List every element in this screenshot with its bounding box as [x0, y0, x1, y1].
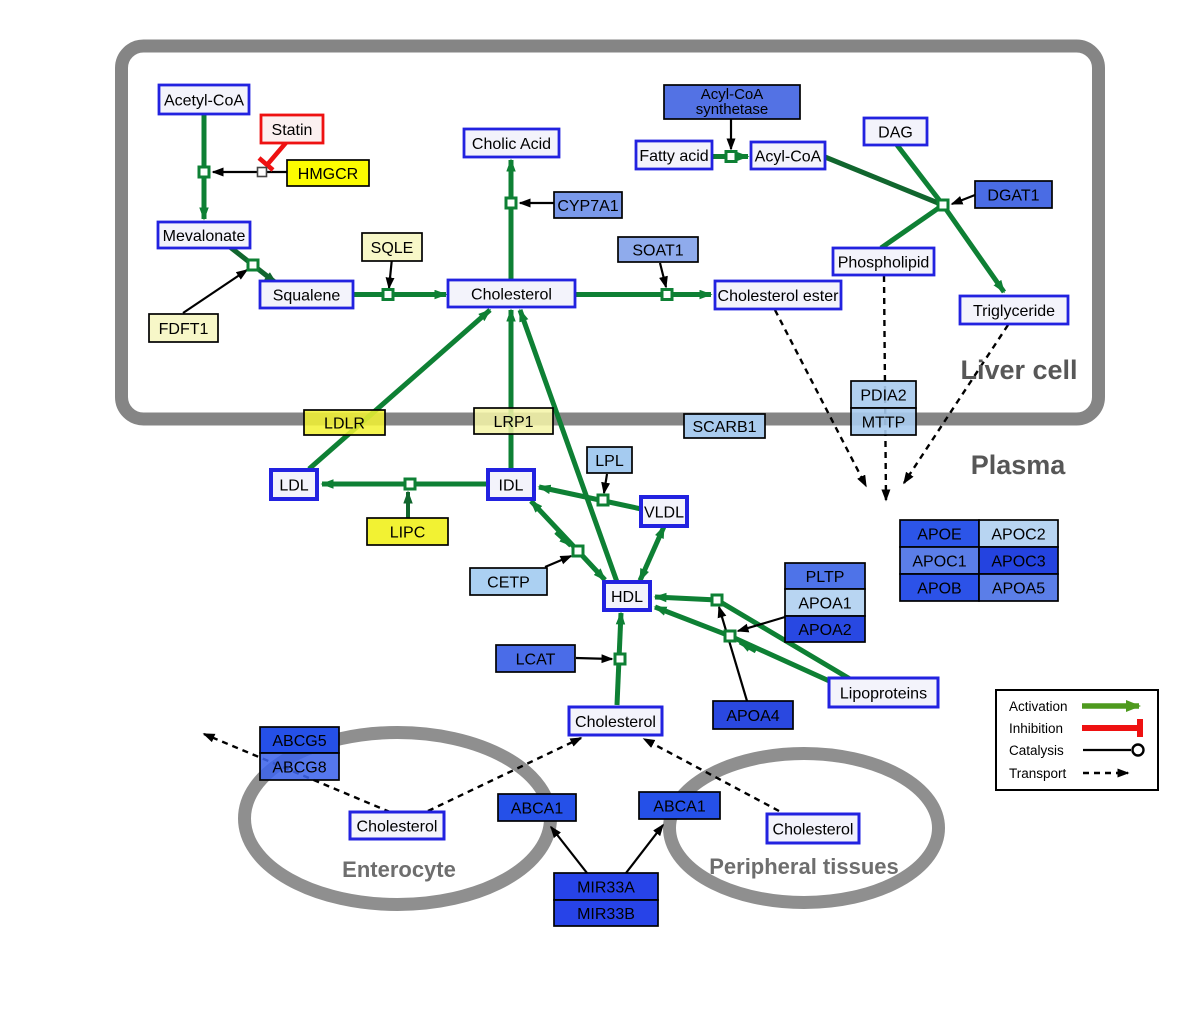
svg-text:MIR33B: MIR33B: [577, 906, 635, 923]
svg-text:HDL: HDL: [611, 589, 643, 606]
svg-text:PDIA2: PDIA2: [860, 388, 906, 405]
svg-text:LRP1: LRP1: [493, 414, 533, 431]
svg-text:LPL: LPL: [595, 453, 624, 470]
svg-text:APOA4: APOA4: [726, 708, 779, 725]
svg-text:Transport: Transport: [1009, 766, 1067, 781]
svg-text:APOA1: APOA1: [798, 596, 851, 613]
svg-text:SQLE: SQLE: [371, 240, 414, 257]
svg-text:MTTP: MTTP: [862, 415, 906, 432]
svg-text:Acetyl-CoA: Acetyl-CoA: [164, 93, 244, 110]
svg-text:Liver cell: Liver cell: [960, 355, 1077, 385]
svg-text:Enterocyte: Enterocyte: [342, 857, 456, 882]
svg-text:PLTP: PLTP: [806, 569, 845, 586]
svg-text:APOC1: APOC1: [912, 554, 966, 571]
svg-text:Cholesterol ester: Cholesterol ester: [718, 288, 840, 305]
svg-text:FDFT1: FDFT1: [159, 321, 209, 338]
svg-text:Cholesterol: Cholesterol: [575, 714, 656, 731]
svg-text:synthetase: synthetase: [696, 101, 769, 118]
svg-text:APOA5: APOA5: [992, 581, 1045, 598]
svg-text:Cholic Acid: Cholic Acid: [472, 136, 551, 153]
svg-text:Cholesterol: Cholesterol: [357, 819, 438, 836]
svg-text:HMGCR: HMGCR: [298, 166, 358, 183]
svg-text:LCAT: LCAT: [516, 652, 556, 669]
svg-text:Mevalonate: Mevalonate: [163, 228, 246, 245]
svg-text:MIR33A: MIR33A: [577, 880, 635, 897]
svg-text:Plasma: Plasma: [971, 450, 1067, 480]
svg-text:ABCG8: ABCG8: [272, 760, 326, 777]
svg-text:Activation: Activation: [1009, 699, 1068, 714]
svg-text:Phospholipid: Phospholipid: [838, 255, 930, 272]
svg-text:Acyl-CoA: Acyl-CoA: [701, 86, 764, 103]
svg-text:Cholesterol: Cholesterol: [471, 287, 552, 304]
svg-text:SCARB1: SCARB1: [692, 419, 756, 436]
svg-text:Squalene: Squalene: [273, 288, 341, 305]
svg-text:Lipoproteins: Lipoproteins: [840, 686, 927, 703]
svg-text:Catalysis: Catalysis: [1009, 743, 1064, 758]
svg-text:CETP: CETP: [487, 575, 530, 592]
svg-text:Fatty acid: Fatty acid: [639, 148, 708, 165]
svg-text:LIPC: LIPC: [390, 525, 426, 542]
svg-text:VLDL: VLDL: [644, 505, 684, 522]
svg-text:Inhibition: Inhibition: [1009, 721, 1063, 736]
svg-text:Acyl-CoA: Acyl-CoA: [755, 149, 822, 166]
svg-text:SOAT1: SOAT1: [632, 243, 683, 260]
svg-text:ABCA1: ABCA1: [653, 799, 706, 816]
svg-text:LDL: LDL: [279, 478, 308, 495]
svg-text:APOE: APOE: [917, 527, 961, 544]
svg-text:CYP7A1: CYP7A1: [557, 198, 618, 215]
svg-text:Peripheral tissues: Peripheral tissues: [709, 854, 899, 879]
svg-text:Triglyceride: Triglyceride: [973, 303, 1055, 320]
svg-text:APOB: APOB: [917, 581, 961, 598]
svg-text:LDLR: LDLR: [324, 416, 365, 433]
svg-text:ABCG5: ABCG5: [272, 733, 326, 750]
svg-text:ABCA1: ABCA1: [511, 801, 564, 818]
svg-text:IDL: IDL: [499, 478, 524, 495]
svg-text:DAG: DAG: [878, 125, 913, 142]
svg-text:DGAT1: DGAT1: [987, 188, 1039, 205]
svg-text:APOC3: APOC3: [991, 554, 1045, 571]
svg-text:APOC2: APOC2: [991, 527, 1045, 544]
svg-text:Statin: Statin: [272, 122, 313, 139]
svg-text:APOA2: APOA2: [798, 622, 851, 639]
svg-text:Cholesterol: Cholesterol: [773, 822, 854, 839]
